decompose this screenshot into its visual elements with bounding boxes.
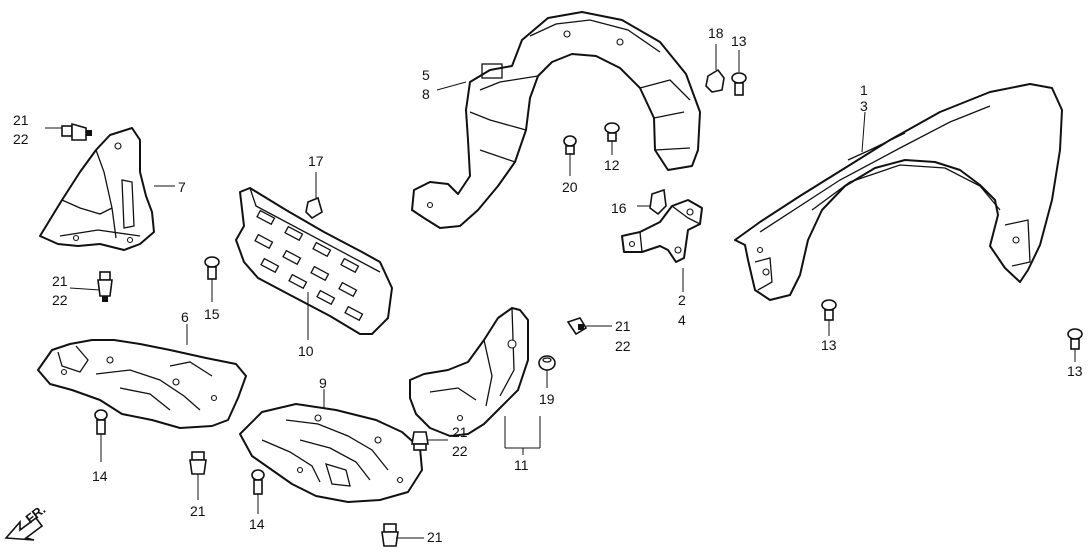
bolt-21-22-lower [411, 431, 429, 451]
callout-21-mid-left: 21 [52, 273, 68, 289]
leader-lines [45, 44, 1076, 539]
callout-13-right: 13 [1067, 363, 1083, 379]
callout-7: 7 [178, 179, 186, 195]
callout-22-mid-left: 22 [52, 292, 68, 308]
under-cover-center [239, 403, 423, 503]
callout-22-top-left: 22 [13, 131, 29, 147]
callout-13-top: 13 [731, 33, 747, 49]
screw-13-top [731, 72, 747, 96]
clip-16 [649, 188, 667, 216]
callout-12: 12 [604, 157, 620, 173]
callout-21-lower: 21 [452, 424, 468, 440]
callout-20: 20 [562, 179, 578, 195]
callout-5: 5 [422, 67, 430, 83]
fender-bracket [621, 199, 703, 263]
splash-shield-left [39, 127, 155, 251]
screw-13-mid [821, 299, 837, 321]
callout-10: 10 [298, 343, 314, 359]
callout-1: 1 [860, 82, 868, 98]
front-fender [734, 83, 1063, 301]
grille-slots [254, 209, 364, 322]
direction-label: FR. [23, 502, 49, 527]
grille-plate [235, 187, 393, 335]
clip-14-center [251, 469, 265, 495]
bolt-21-bottom-left [189, 451, 207, 475]
clip-14-left [94, 409, 108, 435]
nut-18 [705, 68, 725, 93]
bolt-21-22-top-left [61, 122, 92, 141]
callout-16: 16 [611, 200, 627, 216]
callout-8: 8 [422, 86, 430, 102]
screw-15 [204, 256, 220, 280]
clip-17 [305, 196, 323, 220]
bolt-21-bottom [381, 523, 399, 547]
screw-12 [604, 122, 620, 142]
callout-6: 6 [181, 309, 189, 325]
screw-13-right [1067, 328, 1083, 350]
callout-11: 11 [514, 457, 529, 473]
callout-4: 4 [678, 312, 686, 328]
callout-21-top-left: 21 [13, 112, 29, 128]
callout-22-center: 22 [615, 338, 631, 354]
callout-19: 19 [539, 391, 555, 407]
callout-14-center: 14 [249, 516, 265, 532]
callout-3: 3 [860, 98, 868, 114]
callout-22-lower: 22 [452, 443, 468, 459]
grommet-19 [538, 355, 556, 371]
callout-17: 17 [308, 153, 324, 169]
bolt-21-22-center [566, 317, 588, 336]
callouts: 1 3 2 4 5 8 6 7 9 10 11 12 13 13 13 14 1… [13, 25, 1083, 545]
screw-20 [563, 135, 577, 155]
callout-9: 9 [319, 375, 327, 391]
callout-21-bottom: 21 [427, 529, 443, 545]
callout-21-center: 21 [615, 318, 631, 334]
callout-14-left: 14 [92, 468, 108, 484]
side-bracket [409, 307, 529, 437]
callout-21-bottom-left: 21 [190, 503, 206, 519]
front-direction-arrow: FR. [4, 502, 49, 541]
inner-fender [411, 11, 701, 229]
callout-18: 18 [708, 25, 724, 41]
under-cover-left [37, 339, 247, 429]
callout-13-mid: 13 [821, 337, 837, 353]
callout-2: 2 [678, 292, 686, 308]
bolt-21-22-mid-left [97, 271, 113, 302]
callout-15: 15 [204, 306, 220, 322]
